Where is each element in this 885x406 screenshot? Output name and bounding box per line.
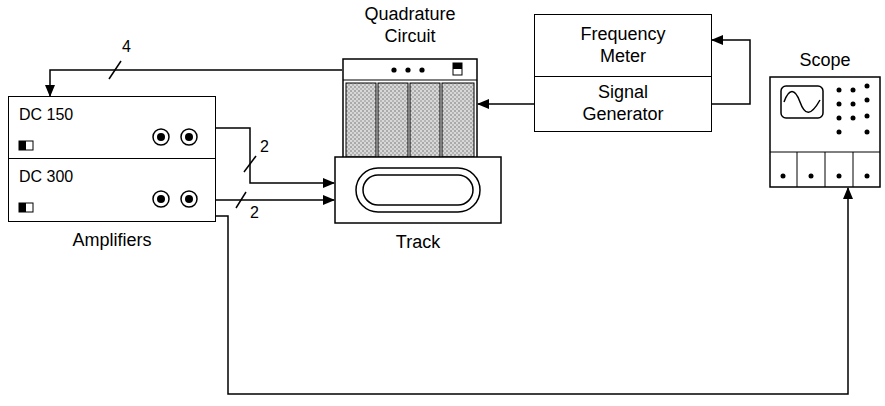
- device-outline: [769, 76, 881, 188]
- instrument-box: Frequency Meter: [534, 14, 712, 78]
- device-outline: [334, 156, 502, 224]
- track: Track: [334, 156, 502, 254]
- connector: [216, 128, 334, 183]
- node-label: Frequency Meter: [568, 24, 678, 67]
- node-label: DC 150: [19, 105, 73, 124]
- bus-width-label: 2: [258, 138, 271, 156]
- connector: [712, 40, 750, 104]
- connector: [478, 103, 534, 105]
- scope-device: [769, 76, 881, 188]
- instrument-box: Signal Generator: [534, 76, 712, 132]
- connector: [216, 188, 848, 394]
- connector: [50, 70, 342, 96]
- amplifier-box: DC 300: [8, 158, 216, 222]
- amplifier-group: Amplifiers DC 150 DC 300: [8, 96, 216, 256]
- quadrature-circuit: Quadrature Circuit: [338, 0, 482, 162]
- connector: [216, 199, 334, 201]
- node-label: Amplifiers: [72, 230, 151, 252]
- bus-width-label: 2: [248, 204, 261, 222]
- amplifier-box: DC 150: [8, 96, 216, 160]
- node-label: Quadrature Circuit: [355, 4, 465, 47]
- oscilloscope: Scope: [768, 46, 882, 188]
- bus-width-label: 4: [120, 38, 133, 56]
- node-label: Scope: [799, 50, 850, 72]
- device-outline: [342, 58, 478, 160]
- node-label: DC 300: [19, 167, 73, 186]
- quadrature-device: [342, 58, 478, 160]
- track-device: [334, 156, 502, 224]
- node-label: Track: [396, 232, 440, 254]
- node-label: Signal Generator: [568, 82, 678, 125]
